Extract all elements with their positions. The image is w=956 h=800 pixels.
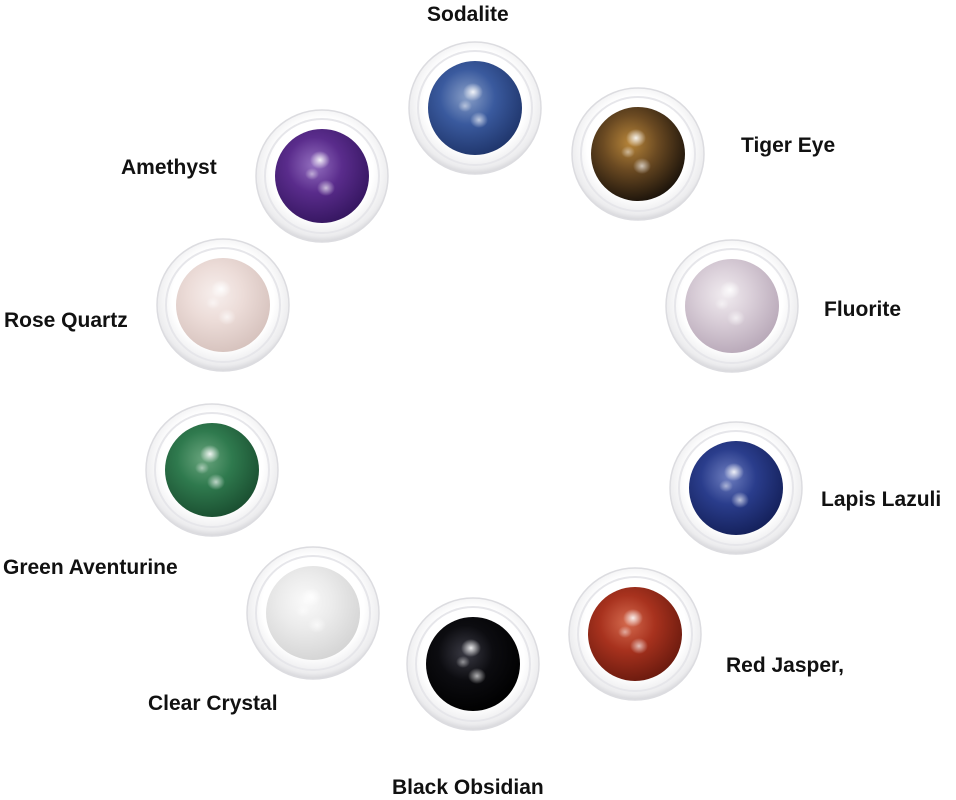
label-green-aventurine: Green Aventurine: [3, 556, 178, 579]
tiger-eye-cup-graphic: [571, 87, 705, 221]
label-amethyst: Amethyst: [121, 156, 217, 179]
stone-red-jasper: [567, 566, 703, 702]
stone-amethyst: [254, 108, 390, 244]
label-red-jasper: Red Jasper,: [726, 654, 844, 677]
label-fluorite: Fluorite: [824, 298, 901, 321]
red-jasper-cup-graphic: [568, 567, 702, 701]
label-clear-crystal: Clear Crystal: [148, 692, 278, 715]
stone-lapis-lazuli: [668, 420, 804, 556]
lapis-lazuli-cup-graphic: [669, 421, 803, 555]
stone-clear-crystal: [245, 545, 381, 681]
clear-crystal-cup-graphic: [246, 546, 380, 680]
stone-black-obsidian: [405, 596, 541, 732]
rose-quartz-cup-graphic: [156, 238, 290, 372]
stone-rose-quartz: [155, 237, 291, 373]
stone-fluorite: [664, 238, 800, 374]
amethyst-cup-graphic: [255, 109, 389, 243]
label-tiger-eye: Tiger Eye: [741, 134, 836, 157]
label-rose-quartz: Rose Quartz: [4, 309, 128, 332]
label-lapis-lazuli: Lapis Lazuli: [821, 488, 942, 511]
sodalite-cup-graphic: [408, 41, 542, 175]
stone-sodalite: [407, 40, 543, 176]
green-aventurine-cup-graphic: [145, 403, 279, 537]
stone-tiger-eye: [570, 86, 706, 222]
label-black-obsidian: Black Obsidian: [392, 776, 544, 799]
label-sodalite: Sodalite: [427, 3, 509, 26]
stone-green-aventurine: [144, 402, 280, 538]
black-obsidian-cup-graphic: [406, 597, 540, 731]
fluorite-cup-graphic: [665, 239, 799, 373]
